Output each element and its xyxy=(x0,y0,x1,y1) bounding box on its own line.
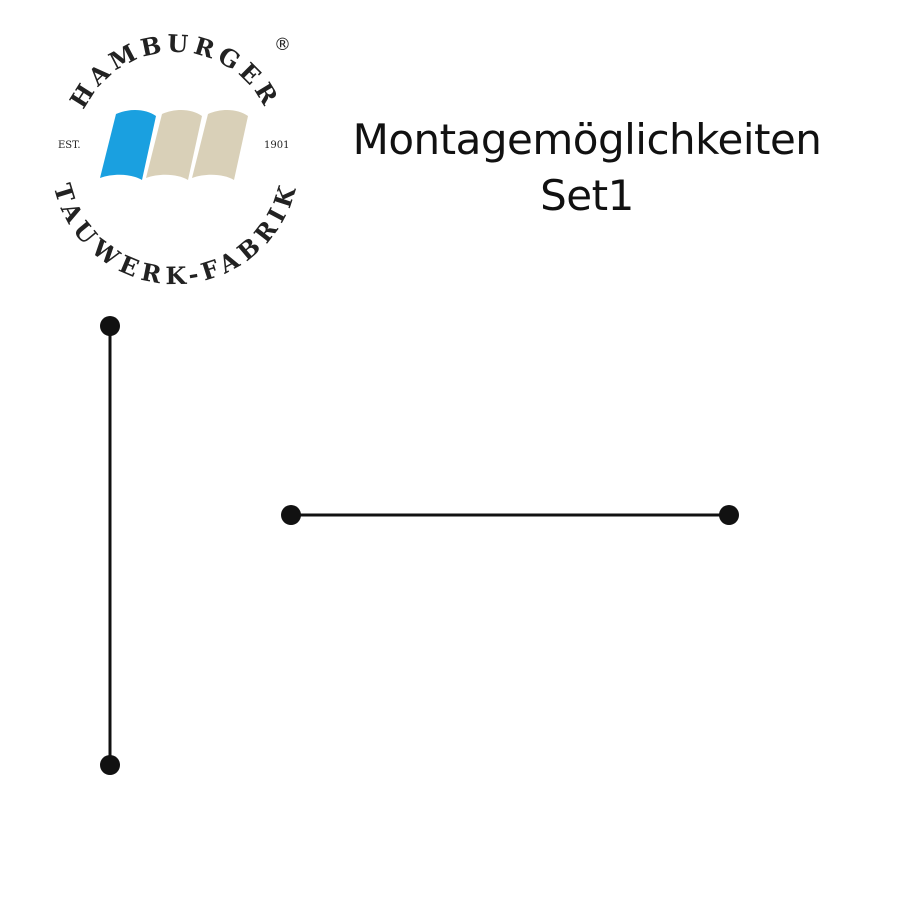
logo-year: 1901 xyxy=(264,140,289,151)
horizontal-right-anchor-point xyxy=(719,505,739,525)
title-block: Montagemöglichkeiten Set1 xyxy=(332,112,842,224)
vertical-mount-line-group xyxy=(100,316,120,775)
logo-blue-stripe xyxy=(100,110,156,180)
logo-beige-stripe-1 xyxy=(146,110,202,180)
logo-beige-stripe-2 xyxy=(192,110,248,180)
vertical-top-anchor-point xyxy=(100,316,120,336)
registered-mark: ® xyxy=(274,35,291,55)
title-line-2: Set1 xyxy=(540,171,634,220)
hamburger-tauwerk-fabrik-logo: HAMBURGER TAUWERK-FABRIK EST. 1901 ® xyxy=(48,32,300,286)
logo-flag-emblem xyxy=(100,110,248,180)
horizontal-left-anchor-point xyxy=(281,505,301,525)
logo-est-label: EST. xyxy=(58,140,81,151)
vertical-bottom-anchor-point xyxy=(100,755,120,775)
horizontal-mount-line-group xyxy=(281,505,739,525)
title-line-1: Montagemöglichkeiten xyxy=(352,115,822,164)
